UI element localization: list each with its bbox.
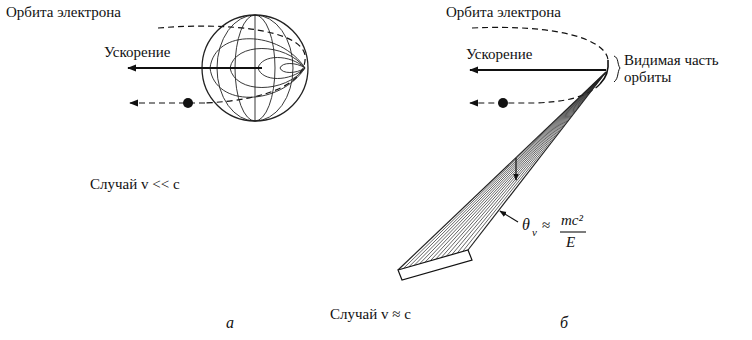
beam-ray [436, 72, 606, 259]
beam-ray [452, 72, 606, 255]
beam-ray [403, 72, 606, 268]
beam-ray [446, 72, 606, 256]
beam-ray [457, 72, 606, 253]
beam-slab [398, 250, 472, 280]
acceleration-label: Ускорение [104, 44, 170, 61]
beam-ray [409, 72, 606, 267]
orbit-visible [600, 60, 608, 84]
formula-approx: ≈ [542, 217, 550, 234]
formula-numerator: mc² [561, 212, 583, 229]
beam-arrow [515, 158, 516, 180]
beam-ray [414, 72, 606, 265]
angle-leader [500, 211, 518, 222]
case-label: Случай v ≈ c [330, 306, 411, 323]
beam-ray [425, 72, 606, 262]
formula-denominator: E [566, 234, 575, 251]
panel-letter: б [560, 314, 568, 332]
brace [614, 56, 620, 82]
panel-letter: а [226, 314, 234, 332]
acceleration-arrow [470, 69, 606, 71]
formula-theta: θ [522, 216, 530, 234]
beam-ray [441, 72, 606, 258]
orbit-dashed [158, 26, 305, 103]
beam-ray [398, 72, 606, 270]
orbit-dashed [130, 102, 205, 103]
beam-ray [420, 72, 606, 264]
beam-ray [463, 72, 606, 252]
fraction-bar [560, 231, 586, 232]
acceleration-label: Ускорение [466, 46, 532, 63]
electron [498, 98, 508, 108]
radiation-beam [398, 72, 606, 270]
electron [183, 98, 193, 108]
beam-ray [468, 72, 606, 250]
orbit-label: Орбита электрона [6, 4, 121, 21]
formula-subscript: v [532, 226, 537, 239]
visible-part-label: Видимая часть орбиты [624, 52, 744, 87]
acceleration-arrow [128, 67, 262, 69]
orbit-label: Орбита электрона [446, 4, 561, 21]
beam-ray [430, 72, 606, 261]
case-label: Случай v << c [90, 176, 180, 193]
